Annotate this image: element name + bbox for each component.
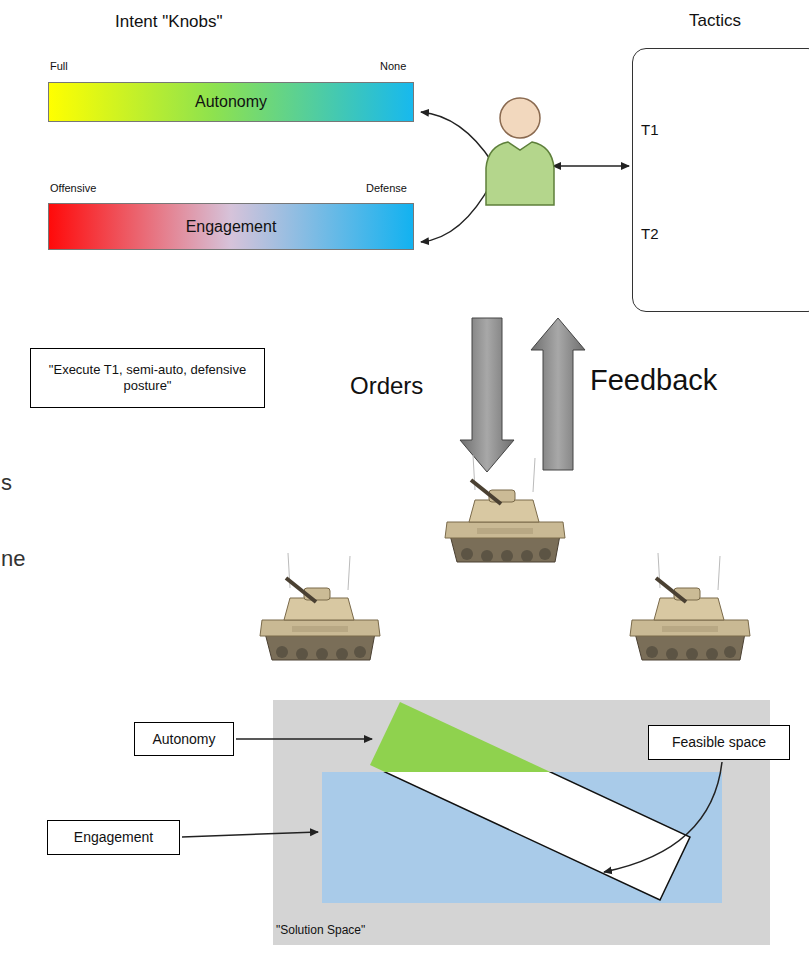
tactics-box: TacticsT1T2 <box>632 48 809 312</box>
label: Orders <box>350 372 423 400</box>
callout-box: Autonomy <box>134 722 234 756</box>
callout-box: Feasible space <box>648 725 790 760</box>
feasible-region <box>370 772 690 900</box>
node-text: T1 <box>641 121 659 139</box>
order-box: "Execute T1, semi-auto, defensive postur… <box>30 348 265 408</box>
tactics-arrow <box>553 165 629 167</box>
node-text: Autonomy <box>152 731 215 748</box>
node-text: "Execute T1, semi-auto, defensive postur… <box>37 362 258 393</box>
autonomy-region <box>370 702 690 900</box>
label: s <box>1 470 12 495</box>
tank <box>260 553 380 660</box>
tank <box>630 553 750 660</box>
node-text: Tactics <box>689 11 741 31</box>
feasible-outline <box>370 772 690 900</box>
label: "Solution Space" <box>276 924 365 938</box>
label: Full <box>50 60 68 73</box>
node-text: Autonomy <box>195 92 267 111</box>
intent-arrow <box>421 112 492 162</box>
label: ne <box>1 546 25 571</box>
label: Feedback <box>590 364 717 397</box>
node-text: Engagement <box>186 217 277 236</box>
intent-arrow <box>421 182 492 242</box>
solution-space <box>273 700 770 945</box>
tank <box>445 455 565 562</box>
feedback-arrow <box>531 318 585 470</box>
leader-line <box>604 762 722 872</box>
label: None <box>380 60 406 73</box>
callout-box: Engagement <box>47 820 180 855</box>
label: Defense <box>366 182 407 195</box>
engagement-knob: Engagement <box>48 203 414 250</box>
label: Intent "Knobs" <box>115 12 223 32</box>
label: Offensive <box>50 182 96 195</box>
autonomy-knob: Autonomy <box>48 82 414 122</box>
leader-line <box>236 738 372 740</box>
node-text: Feasible space <box>672 734 766 751</box>
orders-arrow <box>460 318 514 472</box>
commander-icon <box>486 98 554 205</box>
node-text: T2 <box>641 225 659 243</box>
node-text: Engagement <box>74 829 153 846</box>
leader-line <box>182 832 318 837</box>
